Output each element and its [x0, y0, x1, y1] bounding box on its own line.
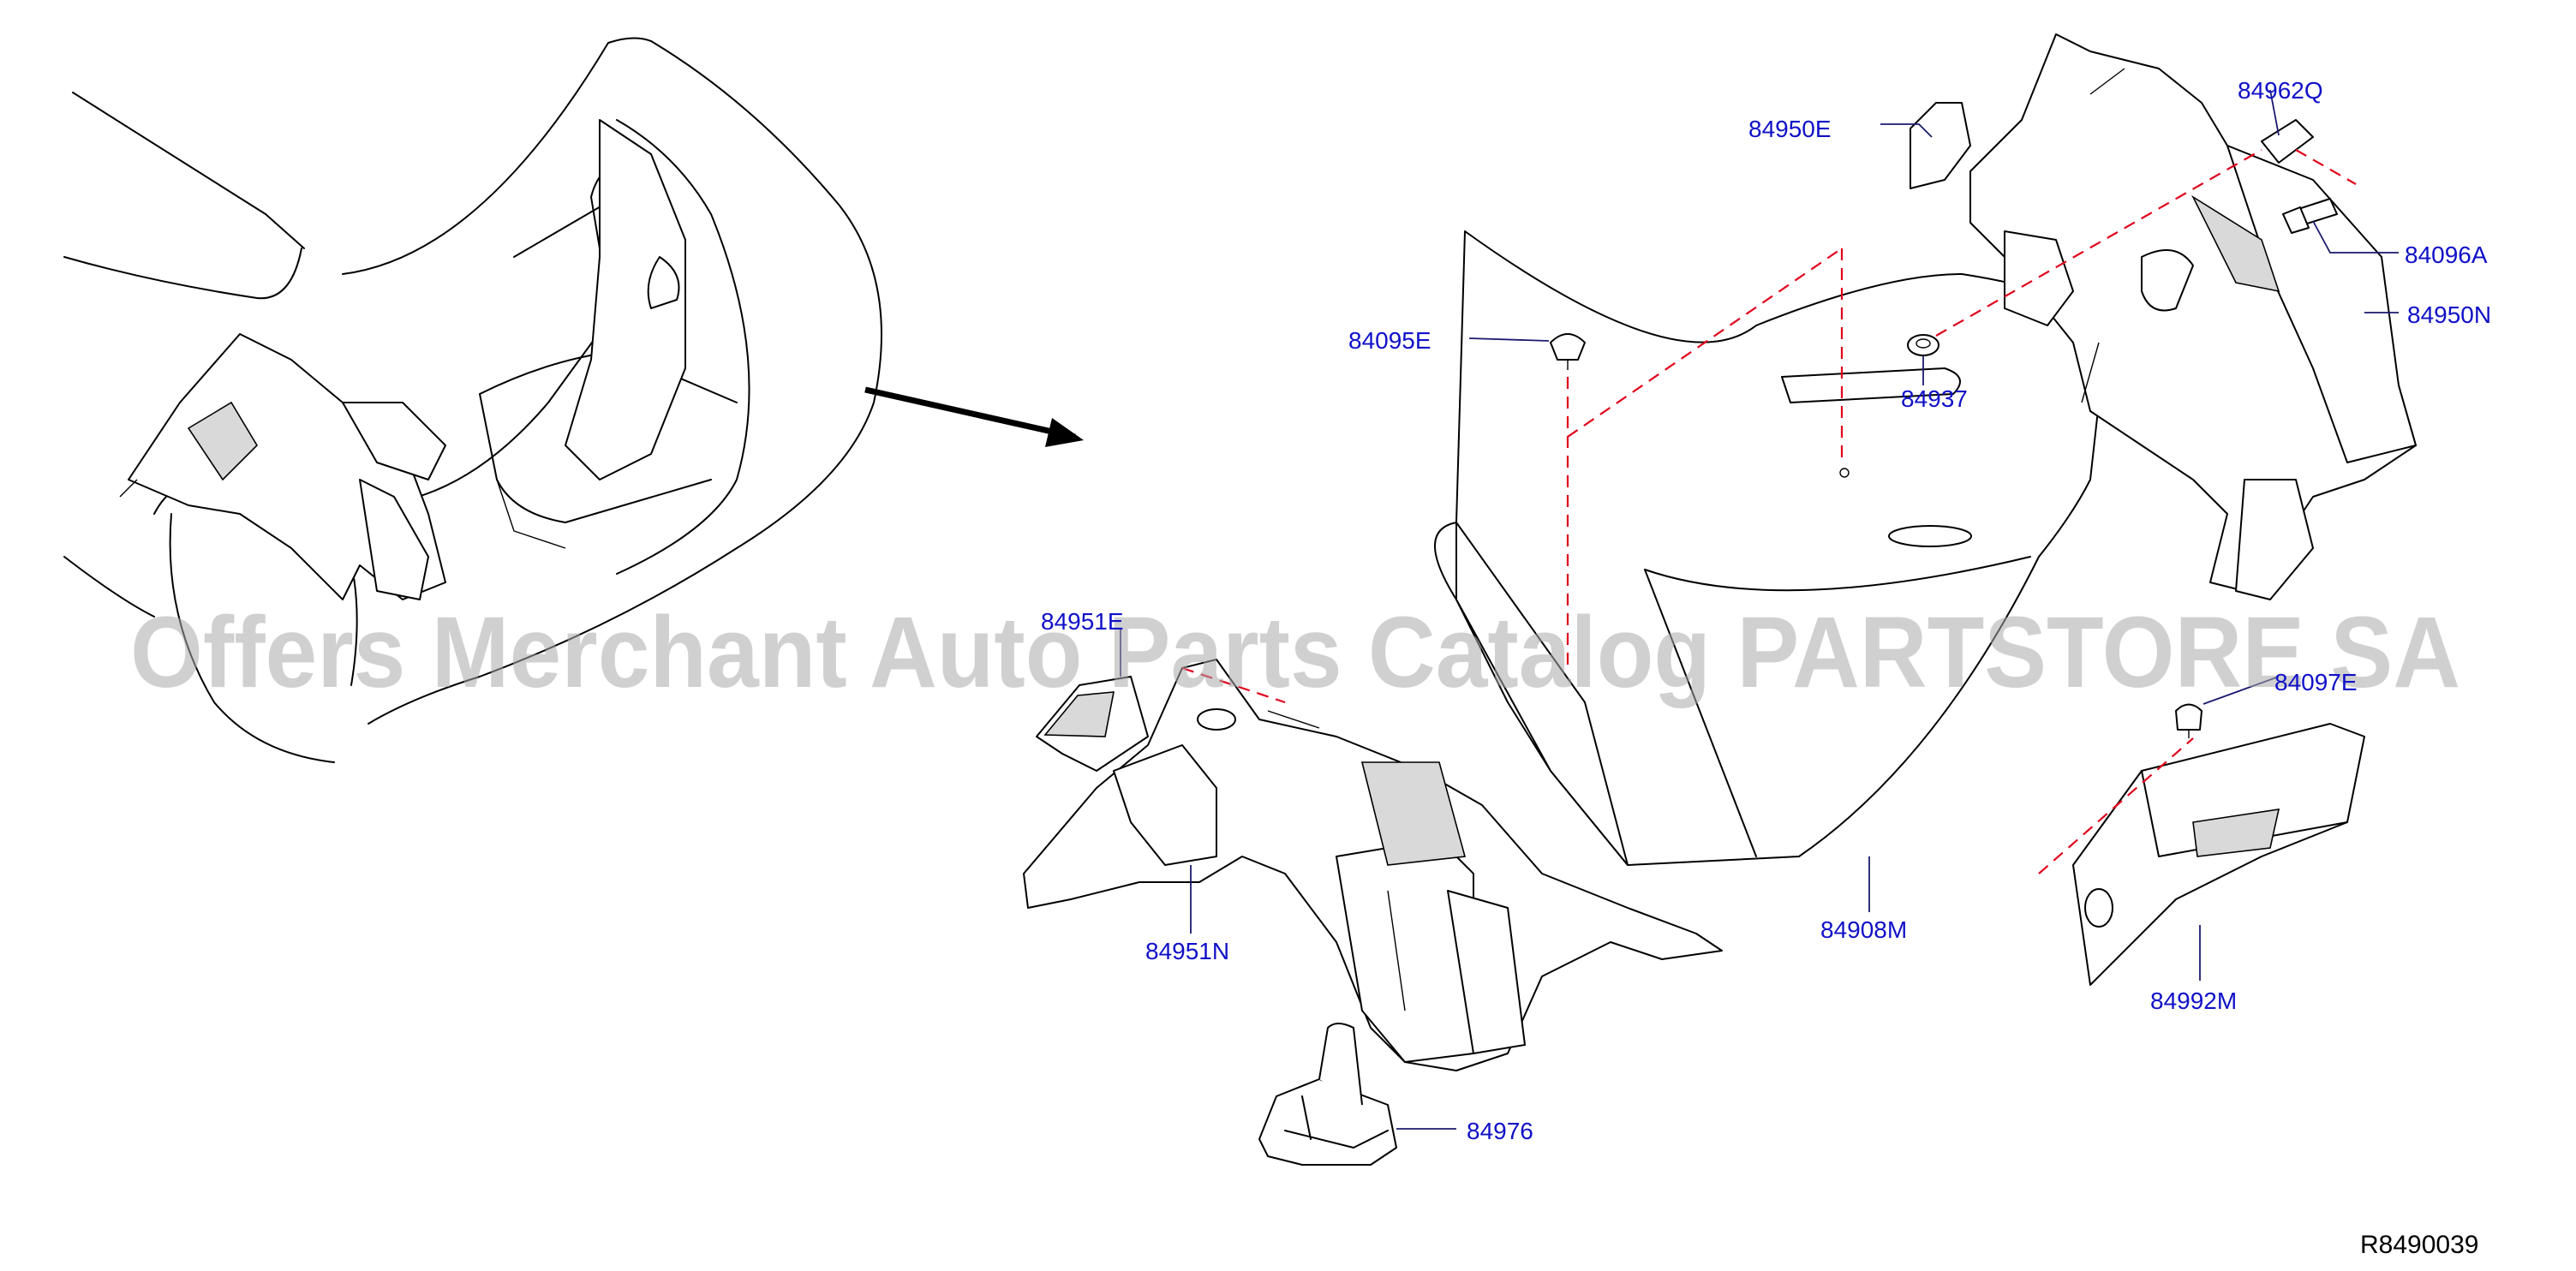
label-84992M: 84992M [2150, 988, 2237, 1014]
trim-bracket-84976 [1258, 1023, 1397, 1166]
leader-lines [1120, 89, 2399, 1130]
label-84097E: 84097E [2274, 669, 2358, 695]
reference-code: R8490039 [2360, 1231, 2478, 1259]
right-side-trim-assembly [1910, 33, 2417, 600]
label-84951E: 84951E [1041, 608, 1124, 635]
label-84976: 84976 [1467, 1118, 1533, 1144]
label-84937: 84937 [1901, 385, 1968, 412]
direction-arrow [864, 386, 1084, 447]
label-84096A: 84096A [2405, 242, 2488, 268]
rear-plate-84992M [2072, 723, 2365, 986]
clip-84097E [2175, 703, 2202, 738]
label-84908M: 84908M [1820, 916, 1907, 943]
bracket-84962Q [2261, 119, 2314, 164]
fastener-84095E [1550, 333, 1586, 370]
label-84962Q: 84962Q [2238, 77, 2323, 104]
label-84950E: 84950E [1748, 116, 1832, 142]
watermark: Offers Merchant Auto Parts Catalog PARTS… [130, 596, 2460, 709]
label-84950N: 84950N [2407, 301, 2491, 328]
luggage-floor-board [1434, 230, 2108, 866]
assembly-lines [1181, 149, 2357, 874]
left-side-trim-assembly [1023, 659, 1723, 1071]
clip-84937 [1907, 334, 1939, 356]
label-84951N: 84951N [1145, 938, 1229, 964]
vehicle-overview [63, 37, 882, 763]
label-84095E: 84095E [1348, 327, 1431, 354]
bolt-84096A [2282, 198, 2338, 234]
